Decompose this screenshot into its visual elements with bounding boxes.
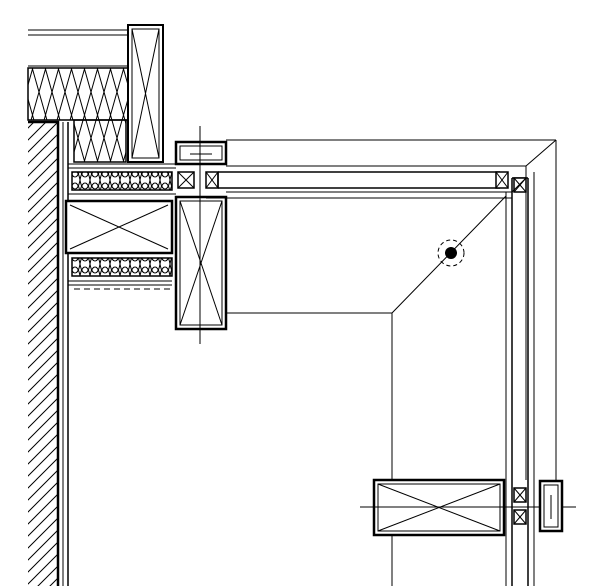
fixing-bracket-top [174,126,228,186]
timber-post-left [174,186,228,344]
fixing-anchor-symbol [437,239,465,267]
small-blocks [177,171,219,189]
insulation-block-small [73,119,127,163]
masonry-wall [28,120,69,586]
timber-bottom-horizontal [360,478,576,537]
timber-top-vertical [127,24,164,163]
outer-corner-mitre [511,139,557,193]
fixing-bracket-right [538,479,564,533]
right-rail [505,140,557,586]
left-assembly [64,163,176,290]
top-rail [206,139,556,199]
insulation-top [27,29,129,121]
